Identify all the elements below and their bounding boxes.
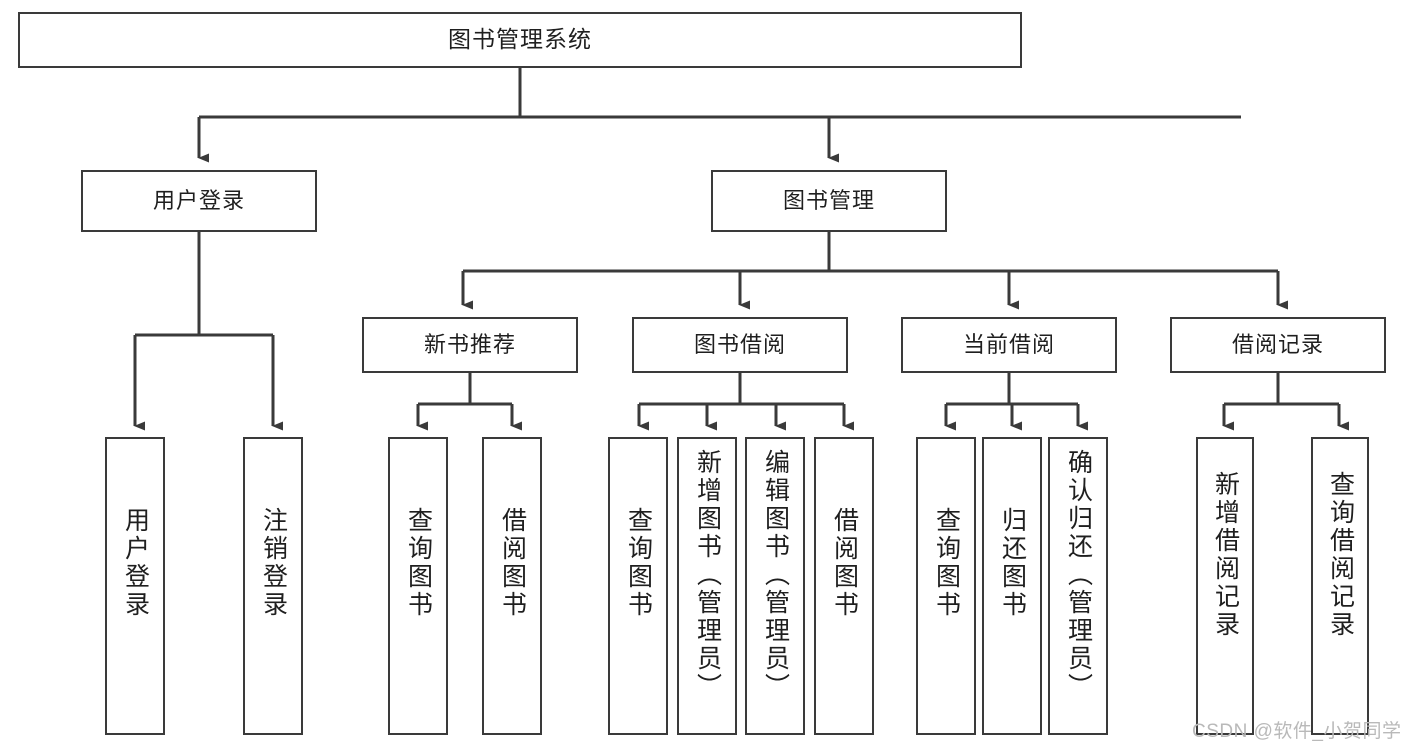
node-leaf-logout[interactable]: 注销登录	[243, 437, 303, 735]
node-leaf-borrow-book[interactable]: 借阅图书	[814, 437, 874, 735]
node-label: 查询借阅记录	[1326, 471, 1355, 639]
node-label: 归还图书	[998, 507, 1027, 619]
node-label: 查询图书	[624, 507, 653, 619]
node-leaf-add-book-admin[interactable]: 新增图书（管理员）	[677, 437, 737, 735]
node-book-borrow[interactable]: 图书借阅	[632, 317, 848, 373]
node-label: 图书管理	[782, 188, 875, 214]
node-new-book-recommend[interactable]: 新书推荐	[362, 317, 578, 373]
node-leaf-user-login[interactable]: 用户登录	[105, 437, 165, 735]
node-borrow-record[interactable]: 借阅记录	[1170, 317, 1386, 373]
node-current-borrow[interactable]: 当前借阅	[901, 317, 1117, 373]
node-user-login[interactable]: 用户登录	[81, 170, 317, 232]
node-leaf-add-borrow-record[interactable]: 新增借阅记录	[1196, 437, 1254, 735]
node-label: 图书管理系统	[448, 26, 592, 53]
node-label: 查询图书	[932, 507, 961, 619]
node-label: 编辑图书（管理员）	[761, 449, 790, 701]
node-leaf-query-book-current[interactable]: 查询图书	[916, 437, 976, 735]
node-book-management[interactable]: 图书管理	[711, 170, 947, 232]
node-leaf-query-book-recommend[interactable]: 查询图书	[388, 437, 448, 735]
node-label: 新书推荐	[423, 332, 516, 358]
node-label: 借阅图书	[830, 507, 859, 619]
node-label: 新增图书（管理员）	[693, 449, 722, 701]
node-label: 查询图书	[404, 507, 433, 619]
node-label: 图书借阅	[693, 332, 786, 358]
node-root-book-management-system[interactable]: 图书管理系统	[18, 12, 1022, 68]
node-leaf-query-borrow-record[interactable]: 查询借阅记录	[1311, 437, 1369, 735]
csdn-watermark: CSDN @软件_小贺同学	[1192, 721, 1402, 742]
node-leaf-edit-book-admin[interactable]: 编辑图书（管理员）	[745, 437, 805, 735]
node-label: 借阅图书	[498, 507, 527, 619]
node-leaf-confirm-return-admin[interactable]: 确认归还（管理员）	[1048, 437, 1108, 735]
node-label: 用户登录	[152, 188, 245, 214]
node-label: 注销登录	[259, 507, 288, 619]
node-label: 用户登录	[121, 507, 150, 619]
node-label: 确认归还（管理员）	[1064, 449, 1093, 701]
node-label: 借阅记录	[1231, 332, 1324, 358]
node-label: 新增借阅记录	[1211, 471, 1240, 639]
node-leaf-borrow-book-recommend[interactable]: 借阅图书	[482, 437, 542, 735]
node-label: 当前借阅	[962, 332, 1055, 358]
node-leaf-query-book-borrow[interactable]: 查询图书	[608, 437, 668, 735]
node-leaf-return-book[interactable]: 归还图书	[982, 437, 1042, 735]
